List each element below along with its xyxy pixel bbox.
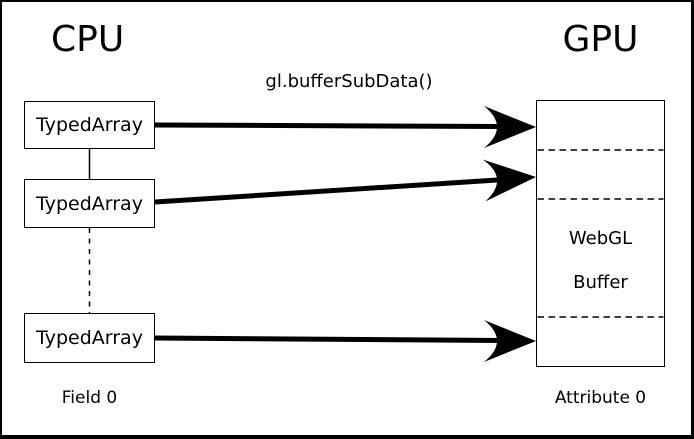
cpu-title: CPU — [51, 19, 125, 60]
arrow-head-icon — [484, 106, 536, 148]
webgl-buffer-box: WebGL Buffer — [536, 100, 665, 367]
arrow-shaft — [154, 177, 506, 205]
typedarray-label: TypedArray — [36, 114, 143, 136]
api-call-label: gl.bufferSubData() — [265, 71, 433, 92]
typedarray-label: TypedArray — [36, 327, 143, 349]
buffer-label-line1: WebGL — [568, 228, 633, 249]
field-label: Field 0 — [61, 388, 118, 408]
gpu-title: GPU — [562, 19, 639, 60]
typedarray-box-1: TypedArray — [24, 101, 155, 149]
arrow-head-icon — [482, 159, 536, 202]
typedarray-box-2: TypedArray — [24, 179, 155, 228]
transfer-arrow-3 — [154, 320, 536, 362]
typedarray-box-3: TypedArray — [24, 313, 155, 363]
attribute-label: Attribute 0 — [554, 388, 647, 408]
typedarray-label: TypedArray — [36, 192, 143, 215]
transfer-arrow-1 — [154, 106, 536, 148]
arrow-shaft — [154, 122, 503, 129]
transfer-arrow-2 — [154, 159, 536, 205]
arrow-shaft — [154, 335, 503, 343]
buffer-label-line2: Buffer — [573, 272, 628, 293]
arrow-head-icon — [484, 320, 536, 362]
